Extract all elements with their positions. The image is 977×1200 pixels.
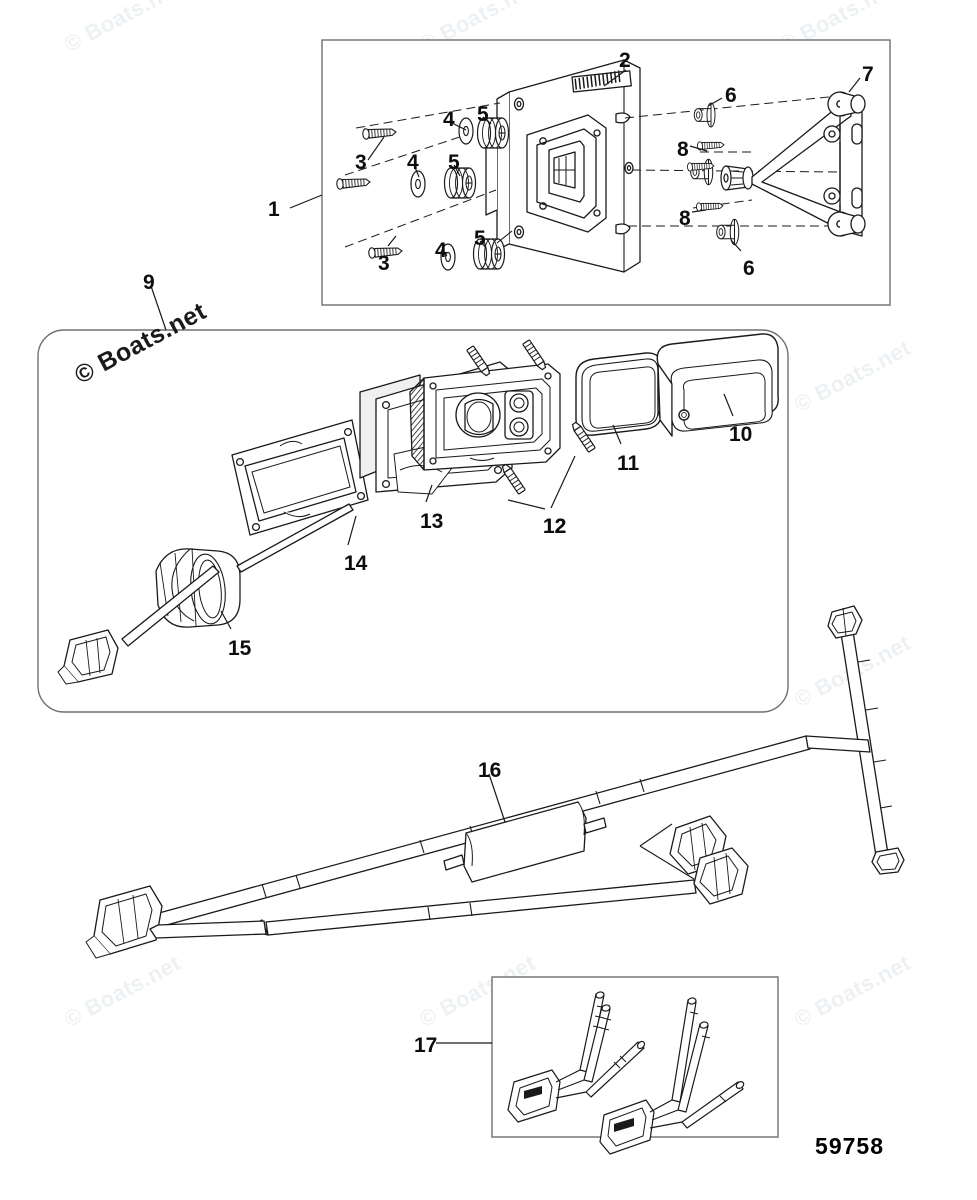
callout-12b-leader [507, 499, 546, 510]
callout-4b: 4 [407, 151, 419, 174]
diagram-number: 59758 [815, 1133, 884, 1159]
switch-bezel-10 [656, 333, 779, 437]
callout-5b-leader [453, 164, 461, 177]
callout-6: 6 [725, 84, 737, 107]
callout-3-leader [367, 136, 385, 161]
callout-6b-leader [730, 239, 742, 252]
switch-faceplate [409, 363, 561, 471]
callout-4-leader [449, 121, 467, 131]
callout-8-leader [689, 145, 708, 152]
callout-8: 8 [677, 138, 689, 161]
callout-7: 7 [862, 63, 874, 86]
callout-1-leader [289, 194, 323, 209]
callout-11-leader [612, 424, 622, 445]
callout-8b: 8 [679, 207, 691, 230]
bushing-6c [716, 218, 740, 246]
callout-9: 9 [143, 271, 155, 294]
callout-3b-leader [387, 235, 397, 247]
callout-3: 3 [355, 151, 367, 174]
callout-leader-layer [150, 69, 861, 1044]
callout-5: 5 [477, 103, 489, 126]
callout-1: 1 [268, 198, 280, 221]
callout-5c: 5 [474, 227, 486, 250]
callout-14: 14 [344, 552, 368, 575]
bezel-seal-11 [575, 352, 670, 436]
screw-3a [361, 126, 397, 140]
callout-12-leader [550, 455, 576, 509]
callout-2: 2 [619, 49, 631, 72]
mounting-gasket-14 [231, 419, 369, 536]
adapter-harness-17 [507, 991, 745, 1155]
callout-12: 12 [543, 515, 567, 538]
bushing-screw-group [686, 102, 754, 246]
callout-4b-leader [413, 164, 420, 178]
fastener-column-group [335, 117, 513, 271]
callout-2-leader [603, 69, 627, 87]
callout-11: 11 [617, 452, 640, 475]
callout-13-leader [425, 484, 433, 503]
callout-5c-leader [479, 240, 487, 249]
callout-4: 4 [443, 108, 455, 131]
callout-14-leader [347, 515, 357, 546]
callout-16-leader [488, 773, 506, 823]
callout-15: 15 [228, 637, 252, 660]
callout-10: 10 [729, 423, 753, 446]
callout-4c-leader [440, 250, 448, 257]
callout-17: 17 [414, 1034, 438, 1057]
mounting-bracket-7 [751, 91, 866, 237]
callout-13: 13 [420, 510, 444, 533]
callout-5b: 5 [448, 151, 460, 174]
callout-5-leader [482, 116, 492, 125]
screw-3b [335, 176, 371, 190]
callout-7-leader [848, 77, 861, 93]
callout-8b-leader [691, 209, 707, 213]
callout-6b: 6 [743, 257, 755, 280]
callout-9-leader [150, 285, 167, 331]
main-wiring-harness-16 [85, 605, 905, 959]
washer-4a [458, 117, 474, 145]
callout-10-leader [723, 393, 734, 417]
callout-15-leader [220, 610, 232, 630]
bushing-6a [693, 102, 716, 128]
callout-3b: 3 [378, 252, 390, 275]
tethered-dust-cap-15 [57, 503, 354, 685]
panel-screws-12 [466, 339, 596, 495]
callout-16: 16 [478, 759, 502, 782]
callout-4c: 4 [435, 239, 447, 262]
screw-8c [695, 201, 724, 212]
control-module-group [485, 59, 641, 273]
callout-12b: 12 [543, 515, 567, 538]
callout-6-leader [707, 97, 723, 107]
